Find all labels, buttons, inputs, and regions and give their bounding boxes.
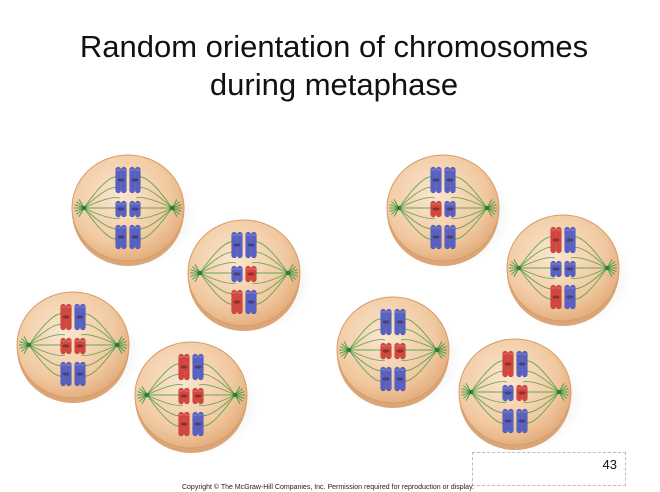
chromosome bbox=[115, 166, 127, 194]
chromosome bbox=[245, 265, 257, 283]
chromosome bbox=[74, 361, 86, 387]
chromosome bbox=[502, 384, 514, 402]
chromosome bbox=[430, 166, 442, 194]
copyright-notice: Copyright © The McGraw-Hill Companies, I… bbox=[181, 484, 474, 491]
chromosome bbox=[129, 166, 141, 194]
metaphase-cell bbox=[336, 296, 461, 410]
chromosome bbox=[516, 384, 528, 402]
chromosome bbox=[550, 260, 562, 278]
metaphase-cell bbox=[16, 291, 141, 405]
metaphase-cell bbox=[187, 219, 312, 333]
metaphase-cell bbox=[134, 341, 259, 455]
chromosome bbox=[60, 337, 72, 355]
metaphase-cell bbox=[386, 154, 511, 268]
chromosome bbox=[444, 200, 456, 218]
chromosome bbox=[394, 308, 406, 336]
chromosome bbox=[115, 200, 127, 218]
chromosome bbox=[380, 366, 392, 392]
chromosome bbox=[74, 337, 86, 355]
chromosome bbox=[115, 224, 127, 250]
chromosome bbox=[192, 387, 204, 405]
metaphase-cell bbox=[458, 338, 583, 452]
chromosome bbox=[178, 353, 190, 381]
chromosome bbox=[231, 231, 243, 259]
chromosome bbox=[192, 353, 204, 381]
chromosome bbox=[502, 408, 514, 434]
chromosome bbox=[550, 284, 562, 310]
metaphase-cell bbox=[506, 214, 631, 328]
title-line-2: during metaphase bbox=[209, 67, 459, 102]
chromosome bbox=[231, 265, 243, 283]
chromosome bbox=[178, 411, 190, 437]
chromosome bbox=[502, 350, 514, 378]
slide-title: Random orientation of chromosomes during… bbox=[0, 28, 660, 104]
chromosome bbox=[444, 224, 456, 250]
chromosome bbox=[564, 260, 576, 278]
title-line-1: Random orientation of chromosomes bbox=[79, 29, 589, 64]
chromosome bbox=[430, 200, 442, 218]
chromosome bbox=[430, 224, 442, 250]
chromosome bbox=[129, 200, 141, 218]
chromosome bbox=[516, 408, 528, 434]
chromosome bbox=[444, 166, 456, 194]
chromosome bbox=[564, 284, 576, 310]
chromosome bbox=[394, 366, 406, 392]
chromosome bbox=[245, 289, 257, 315]
chromosome bbox=[516, 350, 528, 378]
chromosome bbox=[245, 231, 257, 259]
page-number-box: 43 bbox=[472, 452, 626, 486]
chromosome bbox=[394, 342, 406, 360]
chromosome bbox=[129, 224, 141, 250]
spindle-fibers bbox=[74, 176, 182, 240]
chromosome bbox=[231, 289, 243, 315]
chromosome bbox=[60, 361, 72, 387]
chromosome bbox=[60, 303, 72, 331]
metaphase-cell bbox=[71, 154, 196, 268]
chromosome bbox=[550, 226, 562, 254]
chromosome bbox=[380, 308, 392, 336]
chromosome bbox=[74, 303, 86, 331]
chromosome bbox=[178, 387, 190, 405]
chromosome bbox=[192, 411, 204, 437]
chromosome bbox=[380, 342, 392, 360]
chromosome bbox=[564, 226, 576, 254]
page-number: 43 bbox=[602, 457, 617, 472]
